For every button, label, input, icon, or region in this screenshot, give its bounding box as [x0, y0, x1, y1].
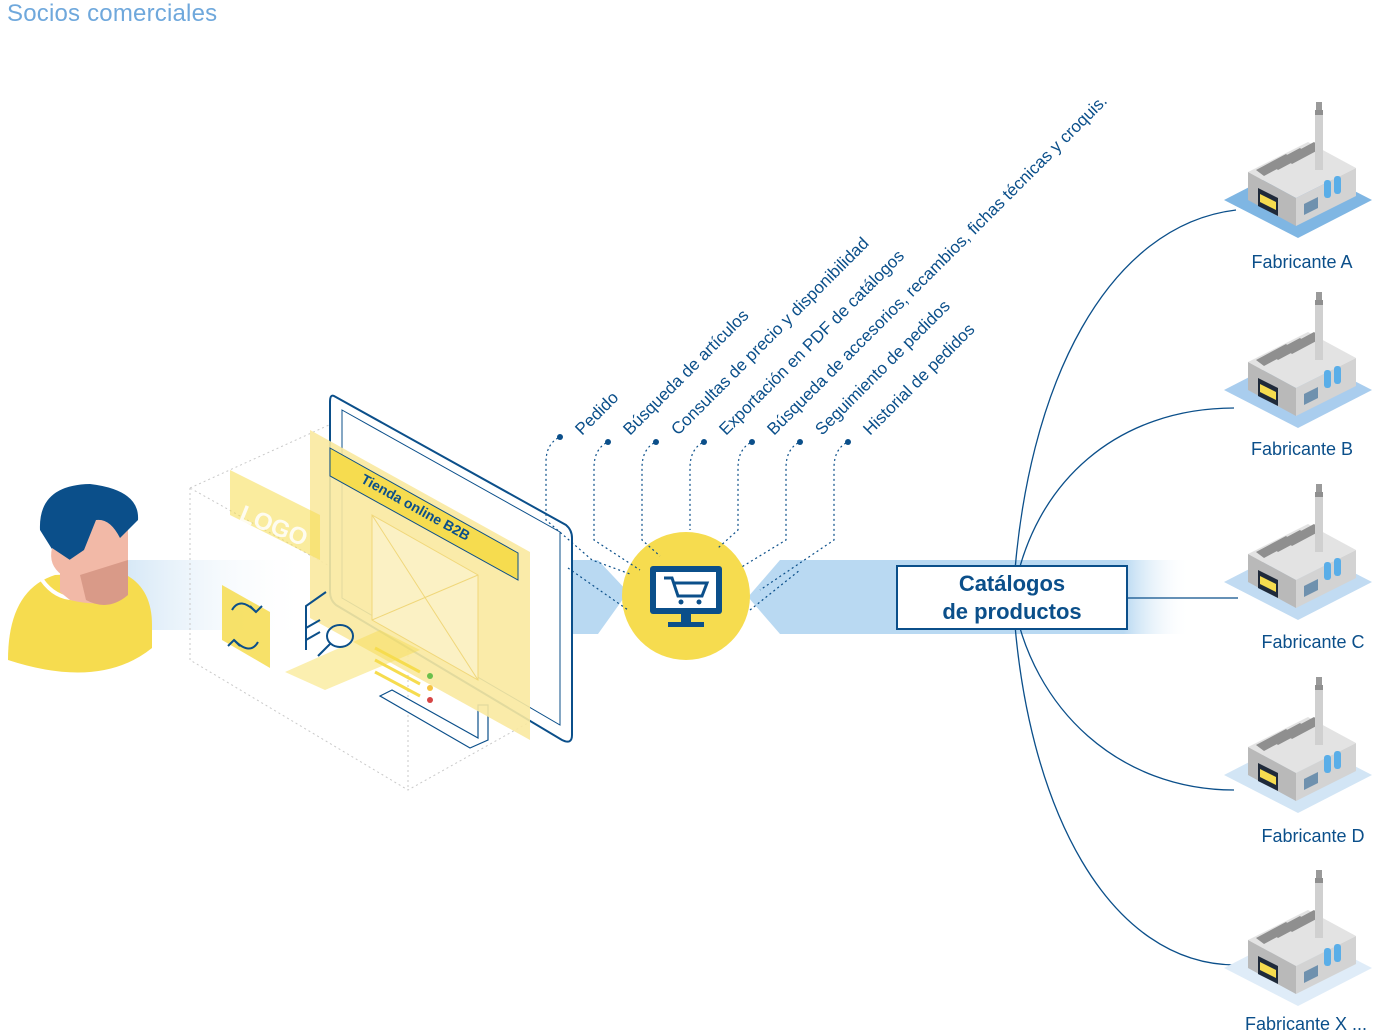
factory-icon-a [1224, 102, 1372, 238]
factory-icon-d [1224, 677, 1372, 813]
catalog-line-1: Catálogos [959, 571, 1065, 596]
manufacturer-c-label: Fabricante C [1261, 632, 1364, 652]
cart-hub [622, 532, 750, 660]
user-avatar-icon [8, 484, 152, 673]
manufacturer-connections [1012, 209, 1238, 966]
shop-illustration: Tienda online B2B LOGO [189, 394, 573, 791]
feature-list: Pedido Búsqueda de artículos Consultas d… [571, 91, 1111, 439]
magnifier-icon [305, 591, 354, 657]
feature-busqueda-accesorios: Búsqueda de accesorios, recambios, ficha… [763, 91, 1111, 439]
page-title: Socios comerciales [7, 0, 218, 27]
factory-icon-x [1224, 870, 1372, 1006]
factory-icon-b [1224, 292, 1372, 428]
manufacturer-a-label: Fabricante A [1251, 252, 1352, 272]
factories [1224, 102, 1372, 1006]
feature-pedido: Pedido [571, 388, 622, 439]
catalog-line-2: de productos [942, 599, 1081, 624]
manufacturer-d-label: Fabricante D [1261, 826, 1364, 846]
manufacturer-x-label: Fabricante X ... [1245, 1014, 1367, 1034]
shopping-cart-monitor-icon [650, 566, 722, 627]
shop-beam [570, 560, 628, 634]
manufacturer-labels: Fabricante A Fabricante B Fabricante C F… [1245, 252, 1367, 1034]
sync-arrows-icon [227, 602, 263, 650]
manufacturer-b-label: Fabricante B [1251, 439, 1353, 459]
factory-icon-c [1224, 484, 1372, 620]
feature-dots [557, 434, 851, 445]
catalog-box: Catálogos de productos [896, 565, 1128, 630]
feature-connectors [545, 437, 847, 611]
